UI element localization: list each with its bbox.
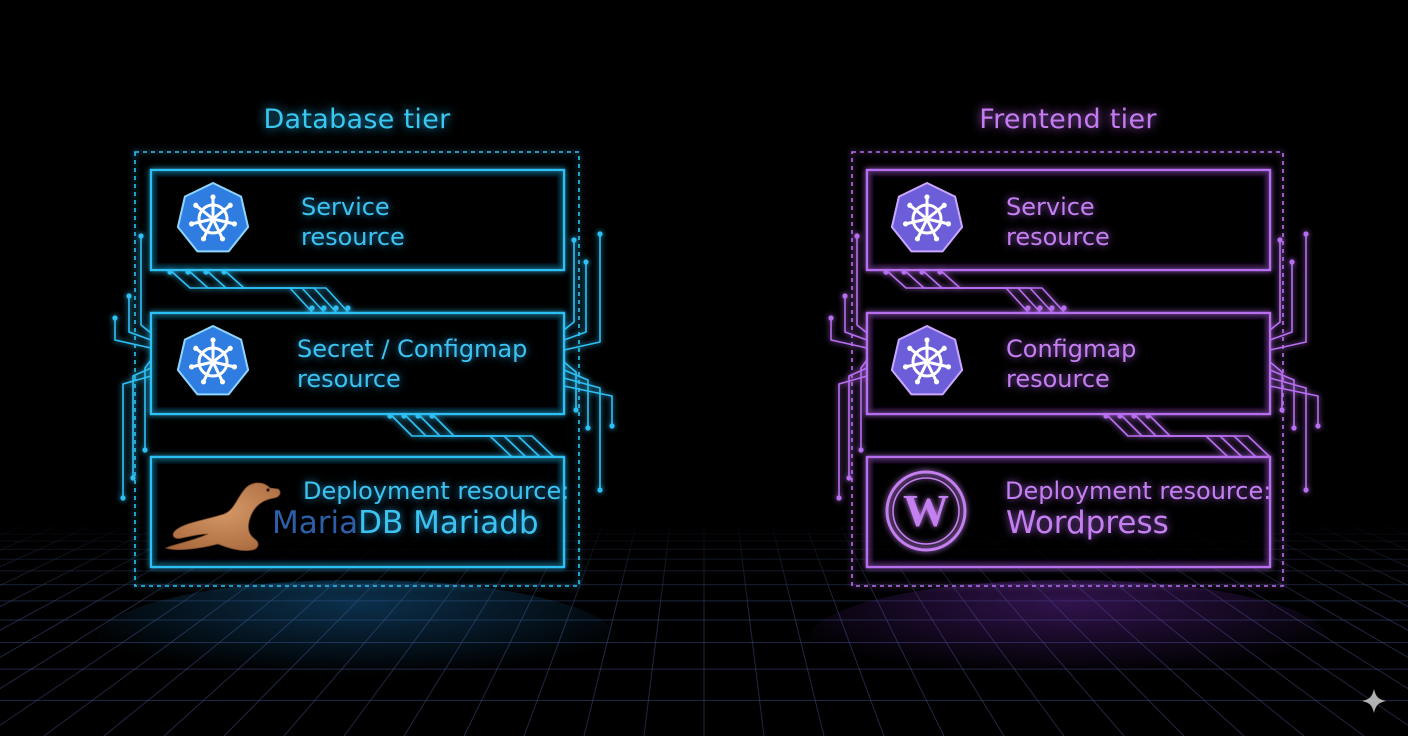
kubernetes-icon: [890, 182, 964, 253]
database-tier-title: Database tier: [263, 104, 451, 135]
fe-service-label: Service resource: [1006, 193, 1110, 251]
db-service-label: Service resource: [301, 193, 405, 251]
db-deployment-card[interactable]: [149, 455, 566, 569]
wordpress-icon: W: [885, 470, 967, 552]
database-tier-boundary: [134, 151, 580, 587]
fe-floor-glow: [808, 580, 1328, 700]
fe-configmap-label: Configmap resource: [1006, 335, 1137, 393]
db-secret-configmap-label: Secret / Configmap resource: [297, 335, 528, 393]
db-floor-glow: [97, 580, 617, 700]
frontend-tier-title: Frentend tier: [979, 104, 1157, 135]
sparkle-icon: [1362, 689, 1386, 713]
frontend-tier-boundary: [851, 151, 1284, 587]
fe-circuit-traces: [828, 231, 1321, 501]
svg-text:W: W: [903, 485, 949, 536]
db-circuit-traces: [112, 231, 615, 501]
fe-deployment-line1: Deployment resource:: [1005, 477, 1272, 505]
kubernetes-icon: [176, 325, 250, 396]
kubernetes-icon: [176, 182, 250, 253]
fe-deployment-line2: Wordpress: [1006, 505, 1169, 541]
db-deployment-line1: Deployment resource:: [303, 477, 570, 505]
mariadb-seal-icon: [164, 482, 281, 551]
db-deployment-line2: MariaDB Mariadb: [272, 505, 539, 541]
kubernetes-icon: [890, 325, 964, 396]
